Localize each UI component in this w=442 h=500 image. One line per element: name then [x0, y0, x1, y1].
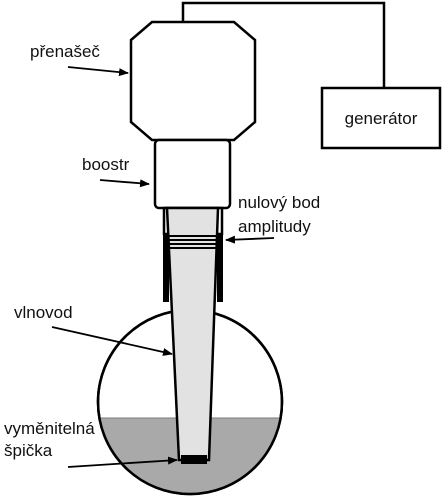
transducer-body [129, 20, 257, 142]
generator-box [320, 86, 442, 150]
waveguide-horn [165, 206, 220, 462]
booster-label: boostr [82, 155, 130, 174]
booster-body [153, 138, 232, 210]
zero-point-threads [167, 235, 220, 249]
transducer-arrow [67, 66, 129, 77]
tip-arrow [67, 456, 178, 468]
waveguide-label: vlnovod [14, 303, 73, 322]
replaceable-tip [181, 455, 207, 464]
generator-cable [181, 1, 386, 88]
zero-point-label-line2: amplitudy [238, 217, 311, 236]
waveguide-arrow [51, 326, 173, 356]
tip-label-line1: vyměnitelná [4, 419, 95, 438]
booster-arrow [99, 179, 150, 188]
tip-label-line2: špička [4, 441, 53, 460]
generator-label: generátor [345, 109, 418, 128]
transducer-label: přenašeč [30, 42, 100, 61]
zero-point-arrow [225, 235, 275, 244]
zero-point-label-line1: nulový bod [238, 193, 320, 212]
